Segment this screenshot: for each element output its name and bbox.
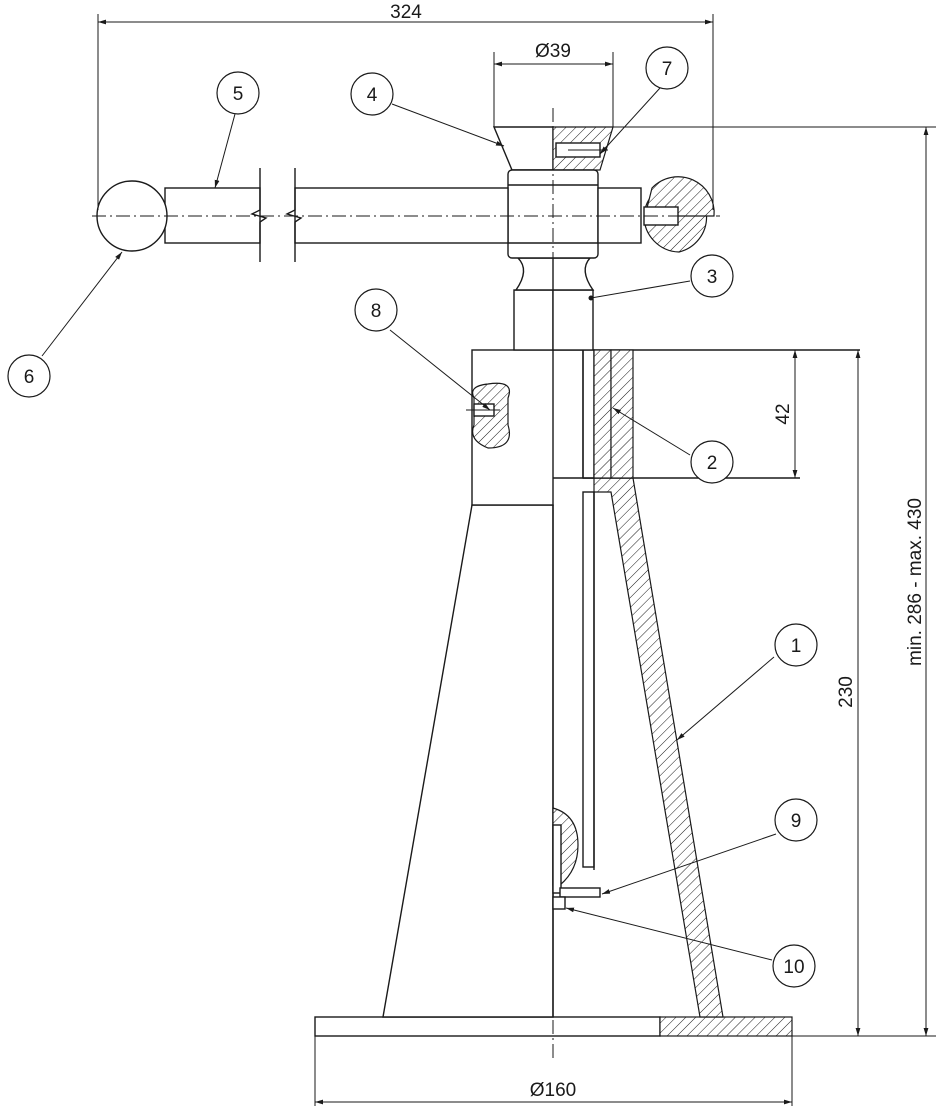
callout-2: 2 bbox=[690, 440, 734, 484]
dim-base-diameter-label: Ø160 bbox=[530, 1080, 576, 1101]
threaded-sleeve bbox=[582, 349, 634, 479]
dim-overall-width-label: 324 bbox=[390, 2, 422, 23]
callout-7: 7 bbox=[645, 46, 689, 90]
bottom-stop bbox=[552, 807, 601, 910]
base-plate bbox=[314, 1016, 793, 1037]
spindle bbox=[513, 257, 595, 870]
dimension-top-diameter: Ø39 bbox=[493, 41, 614, 127]
callout-4: 4 bbox=[350, 72, 394, 116]
dimension-overall-width: 324 bbox=[97, 2, 714, 210]
center-lines bbox=[92, 108, 720, 1062]
callout-5-label: 5 bbox=[233, 84, 244, 105]
dimension-sleeve-height: 42 bbox=[773, 350, 798, 478]
callout-6-label: 6 bbox=[24, 367, 35, 388]
callout-4-label: 4 bbox=[367, 85, 378, 106]
ball-knobs bbox=[96, 176, 715, 253]
callout-3: 3 bbox=[690, 254, 734, 298]
callout-10: 10 bbox=[772, 944, 816, 988]
callout-10-label: 10 bbox=[783, 957, 804, 978]
dim-top-diameter-label: Ø39 bbox=[535, 41, 571, 62]
callout-6: 6 bbox=[7, 354, 51, 398]
dimension-base-diameter: Ø160 bbox=[314, 1036, 793, 1106]
callout-8-label: 8 bbox=[371, 301, 382, 322]
callout-1-label: 1 bbox=[791, 636, 802, 657]
callout-9-label: 9 bbox=[791, 811, 802, 832]
callout-1: 1 bbox=[774, 623, 818, 667]
dimension-body-height: 230 bbox=[836, 350, 861, 1036]
dim-height-range-label: min. 286 - max. 430 bbox=[905, 498, 926, 666]
leader-lines bbox=[41, 87, 777, 961]
callout-9: 9 bbox=[774, 798, 818, 842]
dimension-height-range: min. 286 - max. 430 bbox=[613, 126, 936, 1037]
callout-2-label: 2 bbox=[707, 453, 718, 474]
upper-housing bbox=[466, 349, 860, 506]
dim-body-height-label: 230 bbox=[836, 676, 857, 708]
callout-3-label: 3 bbox=[707, 267, 718, 288]
callout-8: 8 bbox=[354, 288, 398, 332]
callout-7-label: 7 bbox=[662, 59, 673, 80]
dim-sleeve-height-label: 42 bbox=[773, 403, 794, 424]
callout-5: 5 bbox=[216, 71, 260, 115]
